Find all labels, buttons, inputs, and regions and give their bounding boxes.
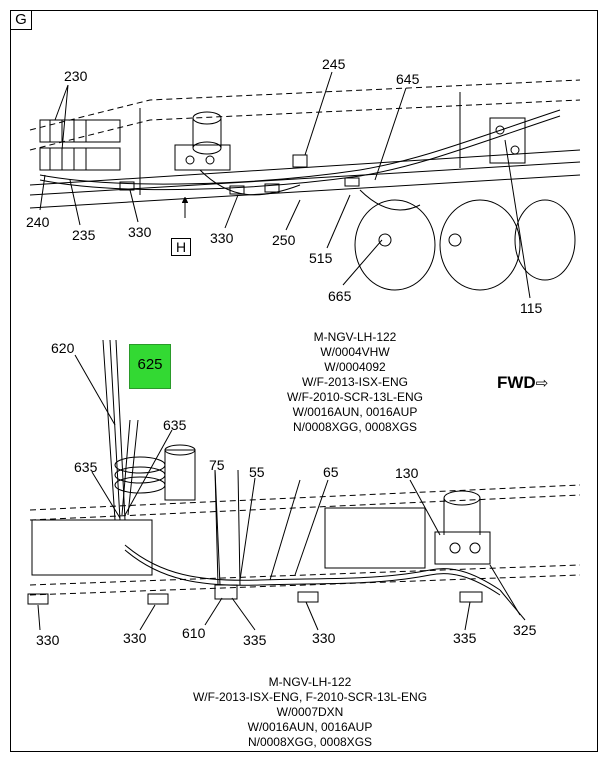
note-line: M-NGV-LH-122 <box>313 330 397 344</box>
drawing-frame <box>10 10 598 752</box>
note-line: M-NGV-LH-122 <box>268 675 352 689</box>
top-harness-lines <box>39 109 561 211</box>
top-air-tanks <box>354 199 576 291</box>
callout-65: 65 <box>323 464 339 480</box>
callout-625-highlighted[interactable]: 625 <box>129 344 171 389</box>
note-line: W/0004092 <box>324 360 386 374</box>
frame-label: G <box>10 10 32 30</box>
view-label: H <box>171 238 192 256</box>
bottom-air-dryer <box>434 490 491 565</box>
callout-665: 665 <box>328 288 352 304</box>
callout-240: 240 <box>26 214 50 230</box>
top-air-dryer <box>174 111 231 171</box>
note-line: N/0008XGG, 0008XGS <box>247 735 373 749</box>
top-clamps <box>119 154 360 195</box>
callout-610: 610 <box>182 625 206 641</box>
bottom-frame-rail <box>29 484 581 596</box>
applicability-notes-bottom: M-NGV-LH-122 W/F-2013-ISX-ENG, F-2010-SC… <box>170 675 450 750</box>
note-line: W/F-2013-ISX-ENG <box>301 375 409 389</box>
note-line: W/0016AUN, 0016AUP <box>292 405 418 419</box>
note-line: W/F-2013-ISX-ENG, F-2010-SCR-13L-ENG <box>192 690 428 704</box>
bottom-harness-lines <box>124 469 521 616</box>
callout-620: 620 <box>51 340 75 356</box>
fwd-label: FWD <box>497 373 536 392</box>
callout-55: 55 <box>249 464 265 480</box>
callout-330: 330 <box>312 630 336 646</box>
callout-335: 335 <box>453 630 477 646</box>
fwd-arrow-icon: ⇨ <box>535 375 549 392</box>
bottom-canister <box>164 444 196 501</box>
callout-130: 130 <box>395 465 419 481</box>
top-relay-modules <box>39 119 121 171</box>
callout-515: 515 <box>309 250 333 266</box>
callout-245: 245 <box>322 56 346 72</box>
applicability-notes-top: M-NGV-LH-122 W/0004VHW W/0004092 W/F-201… <box>270 330 440 435</box>
callout-645: 645 <box>396 71 420 87</box>
callout-330: 330 <box>36 632 60 648</box>
callout-75: 75 <box>209 457 225 473</box>
callout-635: 635 <box>163 417 187 433</box>
note-line: W/F-2010-SCR-13L-ENG <box>286 390 424 404</box>
top-bracket <box>489 117 526 164</box>
callout-330: 330 <box>128 224 152 240</box>
callout-325: 325 <box>513 622 537 638</box>
note-line: W/0004VHW <box>320 345 390 359</box>
bottom-leader-lines <box>37 354 526 631</box>
callout-635: 635 <box>74 459 98 475</box>
note-line: W/0007DXN <box>276 705 344 719</box>
top-frame-rail <box>29 79 581 209</box>
bottom-mounts <box>27 584 483 605</box>
note-line: W/0016AUN, 0016AUP <box>247 720 373 734</box>
callout-250: 250 <box>272 232 296 248</box>
callout-230: 230 <box>64 68 88 84</box>
callout-330: 330 <box>123 630 147 646</box>
forward-indicator: FWD⇨ <box>497 373 548 393</box>
note-line: N/0008XGG, 0008XGS <box>292 420 418 434</box>
callout-115: 115 <box>520 300 543 316</box>
callout-330: 330 <box>210 230 234 246</box>
top-leader-lines <box>39 71 531 299</box>
callout-235: 235 <box>72 227 96 243</box>
callout-335: 335 <box>243 632 267 648</box>
